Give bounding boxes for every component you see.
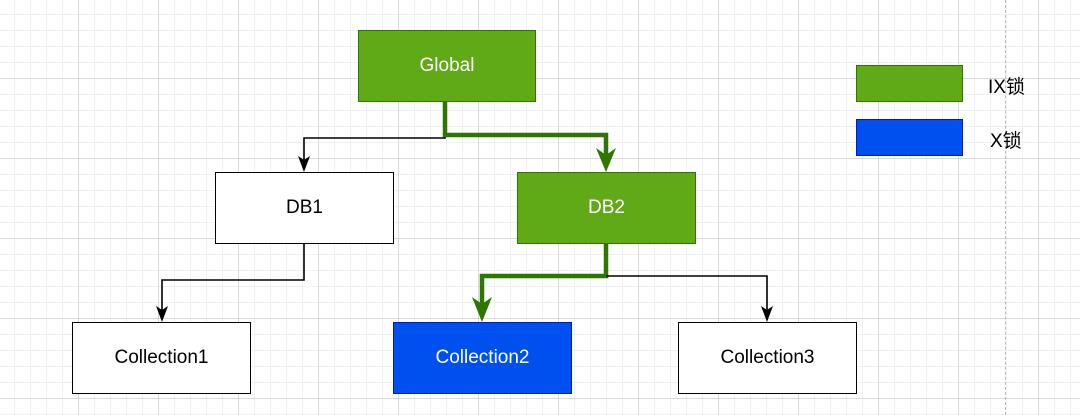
- node-collection1-label: Collection1: [114, 347, 209, 368]
- node-collection2[interactable]: Collection2: [393, 322, 572, 394]
- node-db1-label: DB1: [286, 197, 323, 218]
- legend-ix-swatch: [856, 65, 963, 102]
- node-collection3-label: Collection3: [720, 347, 815, 368]
- legend-ix-label: IX锁: [988, 77, 1025, 98]
- legend-x-label: X锁: [990, 131, 1022, 152]
- node-collection3[interactable]: Collection3: [678, 322, 857, 394]
- node-global-label: Global: [419, 55, 475, 76]
- edge-global-db1: [298, 102, 446, 172]
- node-global[interactable]: Global: [358, 30, 536, 102]
- legend-x-swatch: [856, 119, 963, 156]
- page-boundary-line: [1005, 0, 1006, 415]
- node-collection1[interactable]: Collection1: [72, 322, 251, 394]
- edge-db2-collection2: [472, 244, 609, 322]
- node-db1[interactable]: DB1: [215, 172, 394, 244]
- edge-db1-collection1: [156, 244, 305, 322]
- node-db2-label: DB2: [588, 197, 625, 218]
- node-db2[interactable]: DB2: [517, 172, 696, 244]
- node-collection2-label: Collection2: [435, 347, 530, 368]
- edge-global-db2: [442, 102, 616, 172]
- edge-db2-collection3: [606, 275, 773, 322]
